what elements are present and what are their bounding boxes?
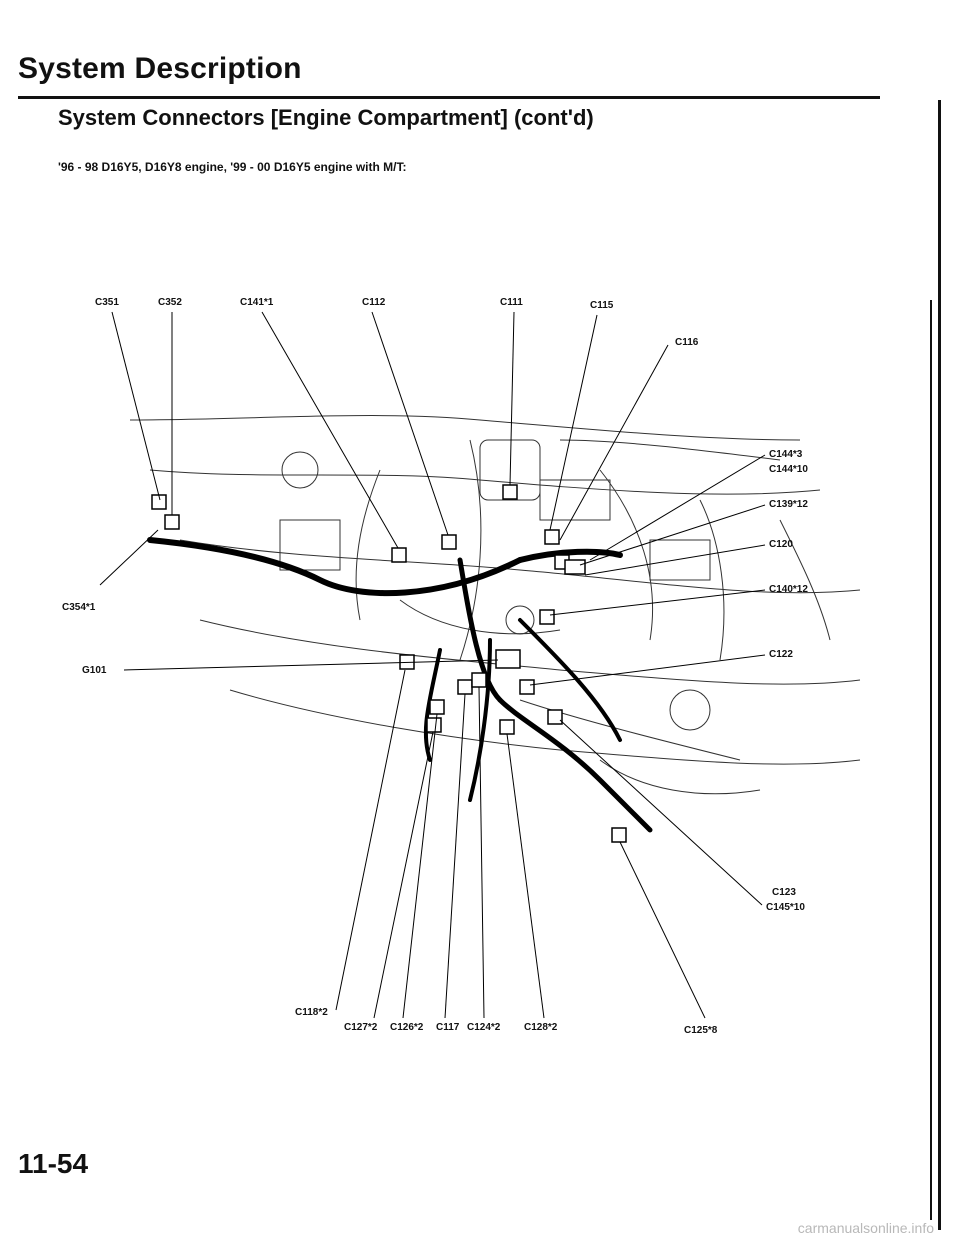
leader-lines xyxy=(99,311,766,1019)
watermark: carmanualsonline.info xyxy=(797,1220,934,1236)
label-c115: C115 xyxy=(590,300,614,311)
label-c144-b: C144*10 xyxy=(769,464,808,475)
connector-main-block xyxy=(495,649,521,669)
connector-c122 xyxy=(519,679,535,695)
label-c139: C139*12 xyxy=(769,499,808,510)
label-c128: C128*2 xyxy=(524,1022,558,1033)
engine-outline xyxy=(129,415,861,795)
label-c122: C122 xyxy=(769,649,793,660)
connector-c126 xyxy=(429,699,445,715)
label-c124: C124*2 xyxy=(467,1022,501,1033)
connector-c117 xyxy=(457,679,473,695)
section-title: System Description xyxy=(18,52,302,85)
label-c112: C112 xyxy=(362,297,386,308)
connector-c141 xyxy=(391,547,407,563)
label-c354: C354*1 xyxy=(62,602,96,613)
connector-c112 xyxy=(441,534,457,550)
connectors xyxy=(151,484,627,843)
label-c352: C352 xyxy=(158,297,182,308)
label-c127: C127*2 xyxy=(344,1022,378,1033)
scan-edge-line-2 xyxy=(938,100,941,1230)
applicability-note: '96 - 98 D16Y5, D16Y8 engine, '99 - 00 D… xyxy=(58,160,407,174)
label-c140: C140*12 xyxy=(769,584,808,595)
connector-c125 xyxy=(611,827,627,843)
label-c141: C141*1 xyxy=(240,297,274,308)
wire-harness xyxy=(147,537,653,833)
label-c126: C126*2 xyxy=(390,1022,424,1033)
label-c145: C145*10 xyxy=(766,902,805,913)
label-c123: C123 xyxy=(772,887,796,898)
connector-c115 xyxy=(544,529,560,545)
connector-c124 xyxy=(471,672,487,688)
page-number: 11-54 xyxy=(18,1148,89,1179)
label-c116: C116 xyxy=(675,337,699,348)
connector-c352 xyxy=(164,514,180,530)
label-c144-a: C144*3 xyxy=(769,449,803,460)
label-c117: C117 xyxy=(436,1022,460,1033)
connector-c140 xyxy=(539,609,555,625)
connector-c127 xyxy=(426,717,442,733)
label-c118: C118*2 xyxy=(295,1007,328,1018)
label-c351: C351 xyxy=(95,297,119,308)
label-g101: G101 xyxy=(82,665,107,676)
label-c120: C120 xyxy=(769,539,793,550)
label-c111: C111 xyxy=(500,297,523,308)
connector-c111 xyxy=(502,484,518,500)
connector-c128 xyxy=(499,719,515,735)
diagram-subtitle: System Connectors [Engine Compartment] (… xyxy=(58,105,594,130)
connector-c120 xyxy=(564,559,586,575)
scan-edge-line xyxy=(930,300,932,1220)
label-c125: C125*8 xyxy=(684,1025,718,1036)
title-rule xyxy=(18,96,880,99)
connector-c123 xyxy=(547,709,563,725)
